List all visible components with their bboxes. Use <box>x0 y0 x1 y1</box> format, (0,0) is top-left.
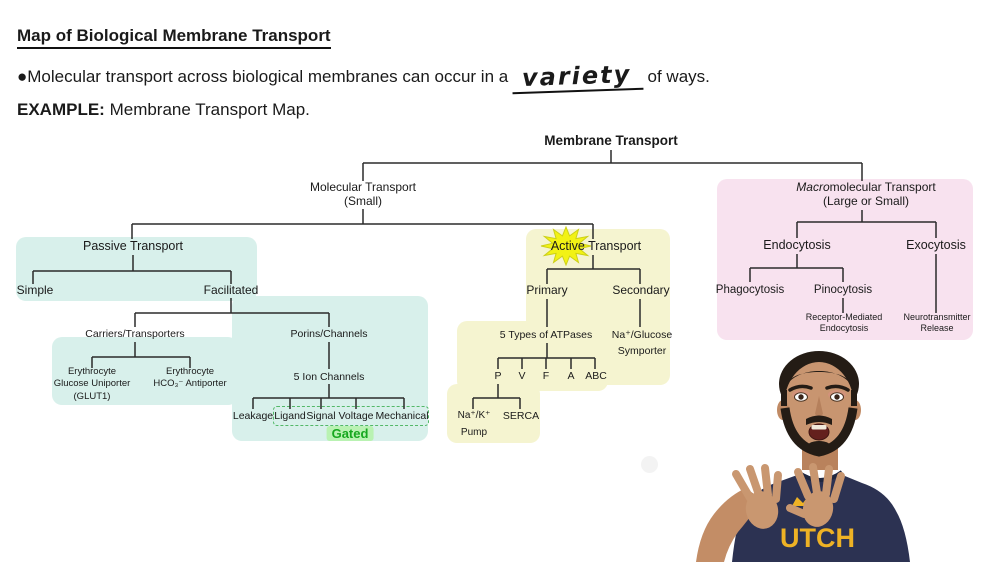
node-atpase-a: A <box>567 370 575 382</box>
example-text: Membrane Transport Map. <box>109 100 310 119</box>
example-line: EXAMPLE: Membrane Transport Map. <box>17 100 310 120</box>
passive-highlight-1 <box>16 237 257 301</box>
instructor-arms <box>696 463 845 562</box>
node-carriers-transporters: Carriers/Transporters <box>85 328 185 340</box>
node-pinocytosis: Pinocytosis <box>813 284 873 296</box>
node-porins-channels: Porins/Channels <box>290 328 368 340</box>
active-highlight-2 <box>457 321 608 391</box>
page-title: Map of Biological Membrane Transport <box>17 26 331 49</box>
bullet-point: ●Molecular transport across biological m… <box>17 59 710 95</box>
node-endocytosis: Endocytosis <box>763 238 831 252</box>
node-voltage: Voltage <box>338 410 374 422</box>
node-phagocytosis: Phagocytosis <box>715 284 785 296</box>
node-nak-pump: Na⁺/K⁺Pump <box>457 410 491 438</box>
active-highlight-3 <box>447 384 540 443</box>
node-facilitated: Facilitated <box>203 283 259 297</box>
passive-highlight-2 <box>52 337 238 405</box>
node-atpase-f: F <box>542 370 550 382</box>
node-mechanical: Mechanical <box>375 410 429 422</box>
node-primary: Primary <box>526 283 568 297</box>
bullet-text-suffix: of ways. <box>647 67 710 86</box>
node-atpases: 5 Types of ATPases <box>499 329 593 341</box>
node-macromolecular-transport: Macromolecular Transport (Large or Small… <box>796 180 936 208</box>
node-atpase-abc: ABC <box>585 370 607 382</box>
instructor-head <box>777 351 861 457</box>
shirt-logo-text: UTCH <box>780 523 855 553</box>
node-molecular-transport: Molecular Transport(Small) <box>309 180 417 208</box>
node-secondary: Secondary <box>612 283 670 297</box>
node-signal: Signal <box>306 410 336 422</box>
example-label: EXAMPLE: <box>17 100 105 119</box>
node-serca: SERCA <box>502 410 540 422</box>
node-atpase-p: P <box>494 370 502 382</box>
node-leakage: Leakage <box>232 410 274 422</box>
node-ligand: Ligand <box>274 410 306 422</box>
instructor-photo: UTCH <box>696 351 910 562</box>
node-membrane-transport: Membrane Transport <box>544 133 678 148</box>
watermark-dot <box>641 456 658 473</box>
node-ion-channels: 5 Ion Channels <box>293 371 365 383</box>
node-exocytosis: Exocytosis <box>906 238 966 252</box>
starburst-icon <box>540 226 592 266</box>
node-passive-transport: Passive Transport <box>82 239 184 253</box>
bullet-text-prefix: ●Molecular transport across biological m… <box>17 67 509 86</box>
gated-dashed-outline <box>273 406 429 426</box>
passive-highlight-3 <box>232 296 428 441</box>
node-atpase-v: V <box>518 370 526 382</box>
node-gated: Gated <box>326 425 374 443</box>
node-active-transport: Active Transport <box>550 239 642 253</box>
node-simple: Simple <box>16 283 54 297</box>
macro-highlight <box>717 179 973 340</box>
